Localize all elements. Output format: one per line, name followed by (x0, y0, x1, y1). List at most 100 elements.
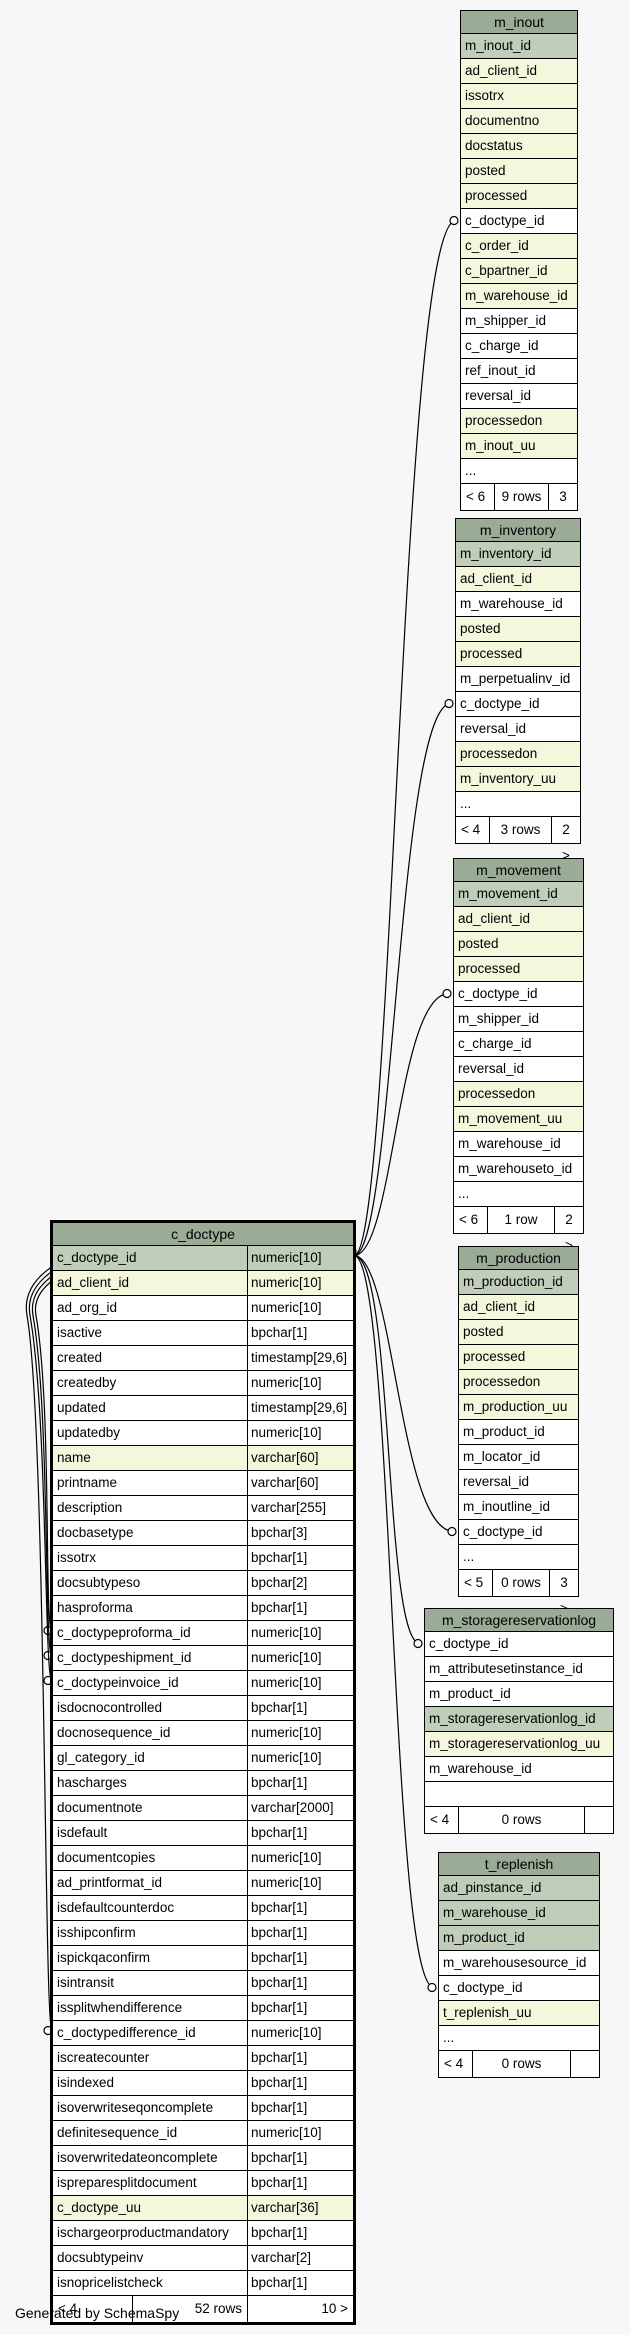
footer-cell[interactable]: < 4 (439, 2051, 473, 2077)
table-row[interactable]: m_shipper_id (454, 1007, 583, 1032)
table-row[interactable]: m_warehouse_id (439, 1901, 599, 1926)
footer-cell[interactable]: < 6 (461, 484, 495, 510)
footer-cell[interactable]: 10 > (321, 2301, 348, 2316)
table-row[interactable]: c_doctype_id (456, 692, 580, 717)
table-row[interactable]: posted (456, 617, 580, 642)
footer-cell[interactable] (571, 2051, 599, 2077)
table-row[interactable]: c_order_id (461, 234, 577, 259)
table-row[interactable]: ... (456, 792, 580, 817)
footer-cell[interactable]: < 4 (425, 1807, 459, 1833)
table-row[interactable]: m_warehouse_id (461, 284, 577, 309)
table-row[interactable]: posted (459, 1320, 578, 1345)
table-row[interactable]: m_perpetualinv_id (456, 667, 580, 692)
table-row[interactable]: m_inout_id (461, 34, 577, 59)
table-row[interactable]: m_inoutline_id (459, 1495, 578, 1520)
table-row[interactable]: ad_client_id (454, 907, 583, 932)
table-row[interactable]: c_doctype_id (459, 1520, 578, 1545)
table-row[interactable]: m_production_uu (459, 1395, 578, 1420)
table-row[interactable]: m_locator_id (459, 1445, 578, 1470)
table-row[interactable]: m_inventory_uu (456, 767, 580, 792)
table-row[interactable]: reversal_id (456, 717, 580, 742)
table-row[interactable]: ... (459, 1545, 578, 1570)
footer-cell[interactable]: 3 > (559, 489, 567, 530)
table-row[interactable]: t_replenish_uu (439, 2001, 599, 2026)
table-row[interactable]: c_charge_id (461, 334, 577, 359)
table-row[interactable]: reversal_id (461, 384, 577, 409)
table-row[interactable]: m_warehouse_id (454, 1132, 583, 1157)
table-row[interactable]: m_storagereservationlog_id (425, 1707, 613, 1732)
table-row[interactable]: reversal_id (459, 1470, 578, 1495)
footer-cell[interactable]: < 6 (454, 1207, 488, 1233)
table-row[interactable]: m_production_id (459, 1270, 578, 1295)
table-row[interactable]: ... (439, 2026, 599, 2051)
table-row[interactable]: m_movement_id (454, 882, 583, 907)
table-row[interactable]: c_doctype_id (425, 1632, 613, 1657)
table-row[interactable]: m_warehouse_id (425, 1757, 613, 1782)
table-row[interactable]: m_product_id (439, 1926, 599, 1951)
footer-cell[interactable] (585, 1807, 613, 1833)
table-row[interactable]: m_warehouseto_id (454, 1157, 583, 1182)
table-row[interactable]: m_storagereservationlog_uu (425, 1732, 613, 1757)
table-row[interactable]: processedon (461, 409, 577, 434)
table-row[interactable]: ad_client_id (456, 567, 580, 592)
footer-cell[interactable]: 2 > (565, 1212, 573, 1253)
table-row[interactable]: processedon (456, 742, 580, 767)
table-row[interactable]: m_inout_uu (461, 434, 577, 459)
table-row[interactable]: ... (461, 459, 577, 484)
table-row[interactable]: docstatus (461, 134, 577, 159)
table-row[interactable]: m_warehouse_id (456, 592, 580, 617)
table-row[interactable]: posted (454, 932, 583, 957)
table-row[interactable]: ad_client_id (461, 59, 577, 84)
table-row[interactable]: ref_inout_id (461, 359, 577, 384)
table-row[interactable]: processedon (454, 1082, 583, 1107)
table-row[interactable]: reversal_id (454, 1057, 583, 1082)
table-row[interactable]: processed (456, 642, 580, 667)
table-row[interactable]: m_warehousesource_id (439, 1951, 599, 1976)
table-row[interactable]: processed (461, 184, 577, 209)
table-row[interactable]: processed (459, 1345, 578, 1370)
footer-cell[interactable]: < 4 (456, 817, 490, 843)
footer-cell[interactable]: 2 > (562, 822, 570, 863)
table-row[interactable]: ad_pinstance_id (439, 1876, 599, 1901)
table-row[interactable]: m_shipper_id (461, 309, 577, 334)
table-row[interactable]: c_bpartner_id (461, 259, 577, 284)
table-row[interactable]: processed (454, 957, 583, 982)
